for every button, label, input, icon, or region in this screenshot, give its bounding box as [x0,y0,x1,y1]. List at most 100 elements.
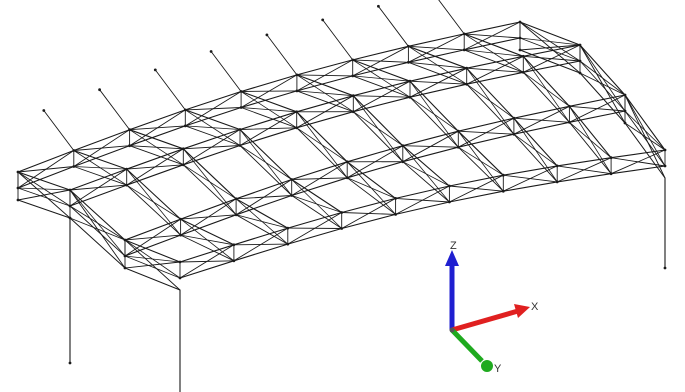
end-truss-bottom [579,72,626,124]
transverse-top-member [463,33,524,57]
transverse-diagonal [352,111,404,147]
truss-node [501,173,505,177]
truss-node [232,243,236,247]
end-truss-diagonal [17,189,71,201]
truss-node [609,172,613,176]
bottom-chord [69,184,128,207]
z-axis-label: Z [450,240,457,252]
transverse-top-member [513,117,558,167]
truss-node [340,227,344,230]
transverse-top-member [352,95,404,147]
transverse-bottom-member [17,187,71,207]
bottom-chord [17,165,75,189]
axes-origin [449,327,455,333]
top-chord [179,244,235,263]
top-chord [235,178,293,200]
top-chord [513,105,570,119]
end-truss-diagonal [579,72,626,96]
truss-node [407,44,410,48]
top-chord [341,197,397,214]
bottom-chord [129,125,186,147]
truss-node [232,259,236,263]
top-chord [73,129,131,152]
z-axis-arrowhead [445,250,459,266]
truss-node [408,95,412,99]
truss-node [407,60,410,64]
truss-node [578,71,582,75]
truss-node [98,88,101,92]
transverse-top-member [17,171,71,191]
transverse-top-member [352,59,411,82]
top-chord [448,174,504,187]
bottom-chord [73,145,131,168]
web-diagonal [69,168,128,207]
truss-node [465,82,469,86]
truss-node [456,129,460,133]
transverse-top-member [73,149,128,170]
truss-node [462,32,466,36]
end-truss-bottom [624,122,666,179]
transverse-bottom-member [182,164,237,216]
transverse-top-member [291,178,343,214]
truss-node [234,197,238,201]
transverse-top-member [296,111,348,163]
transverse-bottom-member [352,75,411,98]
transverse-top-member [402,145,450,187]
truss-node [663,148,667,152]
transverse-bottom-member [124,255,181,279]
transverse-top-member [240,90,298,113]
truss-node [128,128,132,132]
truss-node [568,104,571,108]
top-chord [407,33,465,47]
truss-node [128,144,132,148]
top-chord [17,149,75,173]
truss-node [448,200,451,204]
truss-node [321,18,325,22]
top-chord [126,148,184,170]
truss-node [578,43,582,47]
truss-node [394,197,397,200]
truss-node [125,167,129,171]
truss-node [609,156,613,160]
end-truss-diagonal [69,217,126,241]
web-diagonal [180,198,237,236]
web-diagonal [179,244,235,279]
truss-node [181,147,185,151]
transverse-bottom-member [457,146,504,192]
transverse-diagonal [407,61,468,69]
transverse-diagonal [182,164,237,200]
transverse-top-member [466,67,515,119]
transverse-diagonal [235,214,289,229]
truss-node [178,260,182,264]
transverse-bottom-member [239,145,293,196]
transverse-diagonal [463,49,524,57]
truss-node [183,124,187,128]
outrigger-member [210,51,242,92]
bottom-chord [291,177,348,197]
web-diagonal [466,55,524,85]
web-diagonal [235,179,293,216]
web-diagonal [287,212,343,245]
y-axis-arrow [450,328,484,363]
top-chord [395,185,450,199]
truss-node [179,217,183,221]
transverse-diagonal [457,146,504,176]
top-chord [466,55,524,69]
truss-node [238,144,242,147]
web-diagonal [233,227,289,262]
transverse-diagonal [17,187,71,191]
bottom-chord [124,234,182,257]
truss-node [286,242,290,246]
web-diagonal [296,59,354,92]
transverse-diagonal [126,184,182,220]
web-diagonal [457,117,515,148]
truss-node [239,106,243,109]
truss-node [394,213,397,216]
truss-node [209,50,213,53]
top-chord [352,80,411,97]
truss-node [518,36,522,40]
transverse-bottom-member [346,177,397,215]
transverse-bottom-member [291,195,343,229]
